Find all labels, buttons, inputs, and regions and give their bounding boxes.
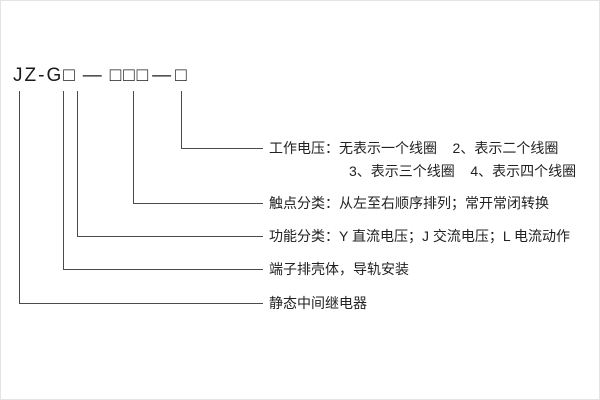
leader-hline-contact-class — [133, 203, 263, 204]
callout-relay-type: 静态中间继电器 — [269, 295, 367, 311]
leader-vline-terminal-case — [63, 91, 64, 269]
model-contact-boxes: □□□ — [109, 65, 151, 86]
leader-vline-relay-type — [19, 91, 20, 303]
model-dash-3: — — [152, 65, 174, 86]
callout-working-voltage-line2: 3、表示三个线圈 4、表示四个线圈 — [349, 163, 577, 179]
model-voltage-box: □ — [175, 65, 189, 86]
callout-function-class: 功能分类：Y 直流电压；J 交流电压；L 电流动作 — [269, 228, 571, 244]
model-dash-2: — — [82, 65, 104, 86]
leader-hline-relay-type — [19, 303, 263, 304]
leader-vline-function-class — [77, 91, 78, 236]
leader-vline-contact-class — [133, 91, 134, 203]
model-series-code: JZ — [13, 65, 39, 86]
leader-hline-working-voltage — [181, 148, 263, 149]
model-dash-1: - — [38, 65, 47, 86]
model-case-code: G — [46, 65, 64, 86]
leader-vline-working-voltage — [181, 91, 182, 148]
model-code: JZ - G □ — □□□ — □ — [13, 65, 189, 87]
leader-hline-terminal-case — [63, 269, 263, 270]
model-function-box: □ — [63, 65, 77, 86]
leader-hline-function-class — [77, 236, 263, 237]
callout-contact-class: 触点分类：从左至右顺序排列；常开常闭转换 — [269, 195, 549, 211]
callout-terminal-case: 端子排壳体，导轨安装 — [269, 261, 409, 277]
callout-working-voltage-line1: 工作电压：无表示一个线圈 2、表示二个线圈 — [269, 140, 559, 156]
